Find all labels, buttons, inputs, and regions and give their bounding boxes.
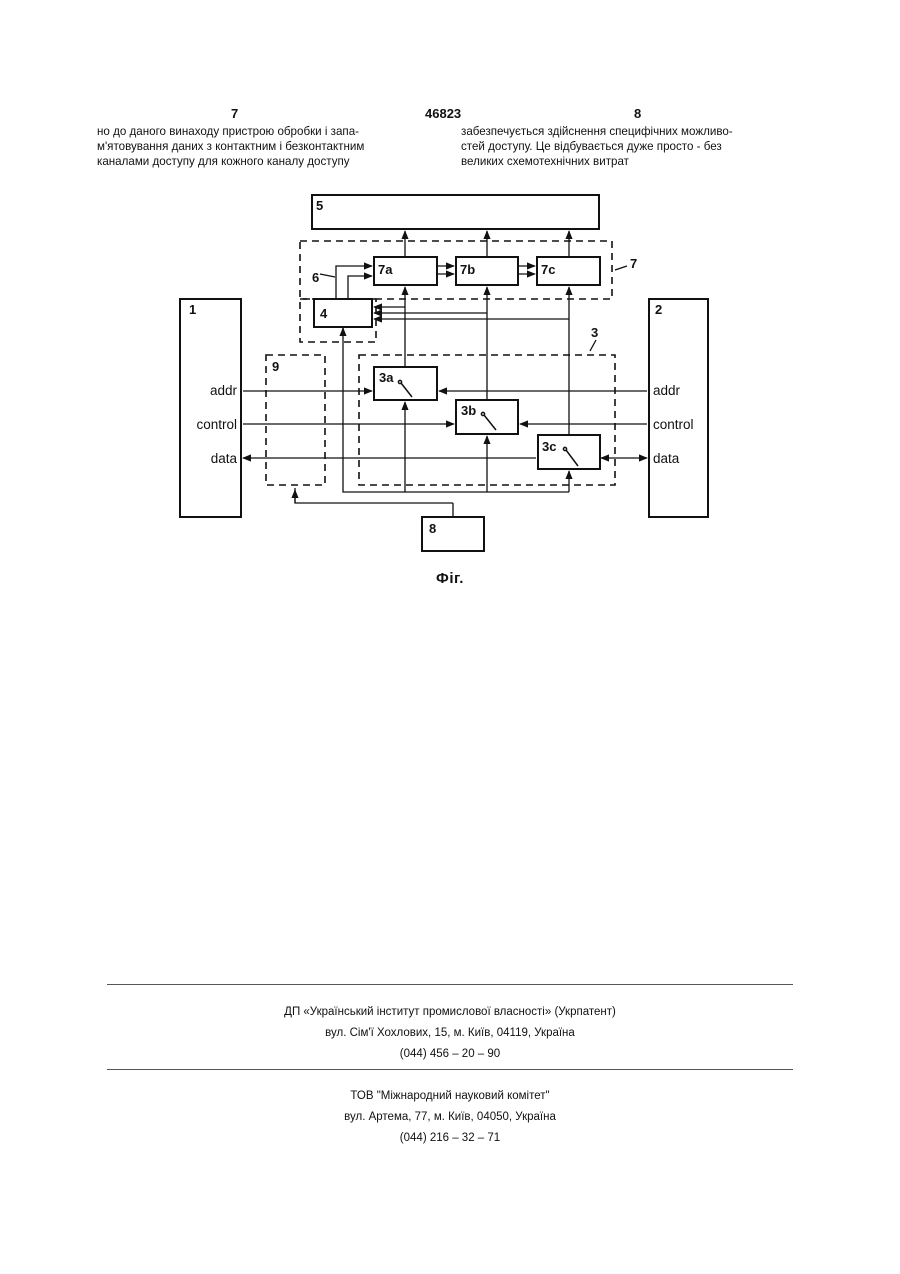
figure-caption: Фіг. (0, 570, 900, 587)
label-7: 7 (630, 256, 637, 271)
block-diagram: 5 1 2 3 4 6 7 7a 7b 7c 8 9 3a 3b 3c addr… (0, 0, 900, 600)
label-5: 5 (316, 198, 323, 213)
footer-org2: ТОВ "Міжнародний науковий комітет" вул. … (0, 1086, 900, 1149)
label-3b: 3b (461, 403, 476, 418)
label-6: 6 (312, 270, 319, 285)
group-9-dashed (266, 355, 325, 485)
org2-phone: (044) 216 – 32 – 71 (0, 1128, 900, 1149)
label-data-left: data (211, 451, 238, 466)
label-4: 4 (320, 306, 328, 321)
block-2 (649, 299, 708, 517)
label-9: 9 (272, 359, 279, 374)
label-1: 1 (189, 302, 196, 317)
label-3c: 3c (542, 439, 556, 454)
org2-name: ТОВ "Міжнародний науковий комітет" (0, 1086, 900, 1107)
label-8: 8 (429, 521, 436, 536)
org1-address: вул. Сім'ї Хохлових, 15, м. Київ, 04119,… (0, 1023, 900, 1044)
label-3a: 3a (379, 370, 394, 385)
block-5 (312, 195, 599, 229)
label-3: 3 (591, 325, 598, 340)
org1-name: ДП «Український інститут промислової вла… (0, 1002, 900, 1023)
label-7b: 7b (460, 262, 475, 277)
label-control-left: control (196, 417, 237, 432)
label-control-right: control (653, 417, 694, 432)
label-7c: 7c (541, 262, 555, 277)
footer-org1: ДП «Український інститут промислової вла… (0, 1002, 900, 1065)
label-2: 2 (655, 302, 662, 317)
block-1 (180, 299, 241, 517)
label-addr-left: addr (210, 383, 238, 398)
label-data-right: data (653, 451, 680, 466)
org1-phone: (044) 456 – 20 – 90 (0, 1044, 900, 1065)
label-addr-right: addr (653, 383, 681, 398)
label-7a: 7a (378, 262, 393, 277)
footer-divider (107, 984, 793, 985)
org2-address: вул. Артема, 77, м. Київ, 04050, Україна (0, 1107, 900, 1128)
footer-divider (107, 1069, 793, 1070)
